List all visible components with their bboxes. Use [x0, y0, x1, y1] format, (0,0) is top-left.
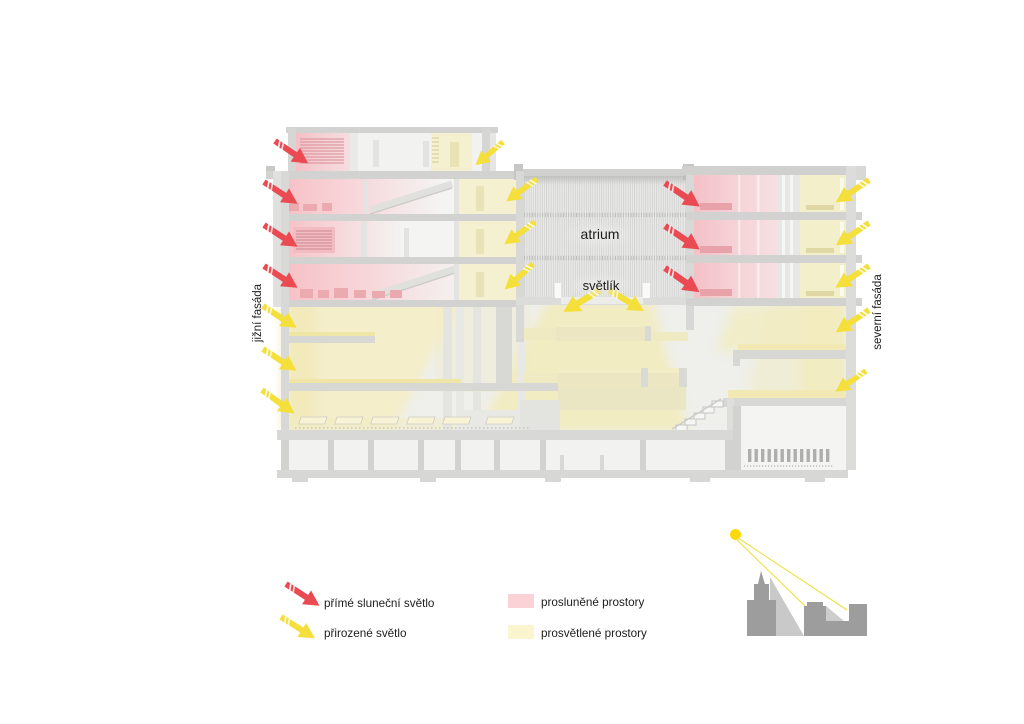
- svg-text:prosluněné prostory: prosluněné prostory: [541, 596, 644, 609]
- svg-text:jižní fasáda: jižní fasáda: [252, 283, 264, 343]
- svg-text:světlík: světlík: [583, 278, 620, 293]
- svg-text:severní fasáda: severní fasáda: [872, 274, 884, 350]
- svg-text:přímé sluneční světlo: přímé sluneční světlo: [324, 597, 435, 610]
- svg-text:přirozené světlo: přirozené světlo: [324, 627, 407, 640]
- svg-text:atrium: atrium: [581, 226, 620, 242]
- svg-text:prosvětlené prostory: prosvětlené prostory: [541, 627, 647, 640]
